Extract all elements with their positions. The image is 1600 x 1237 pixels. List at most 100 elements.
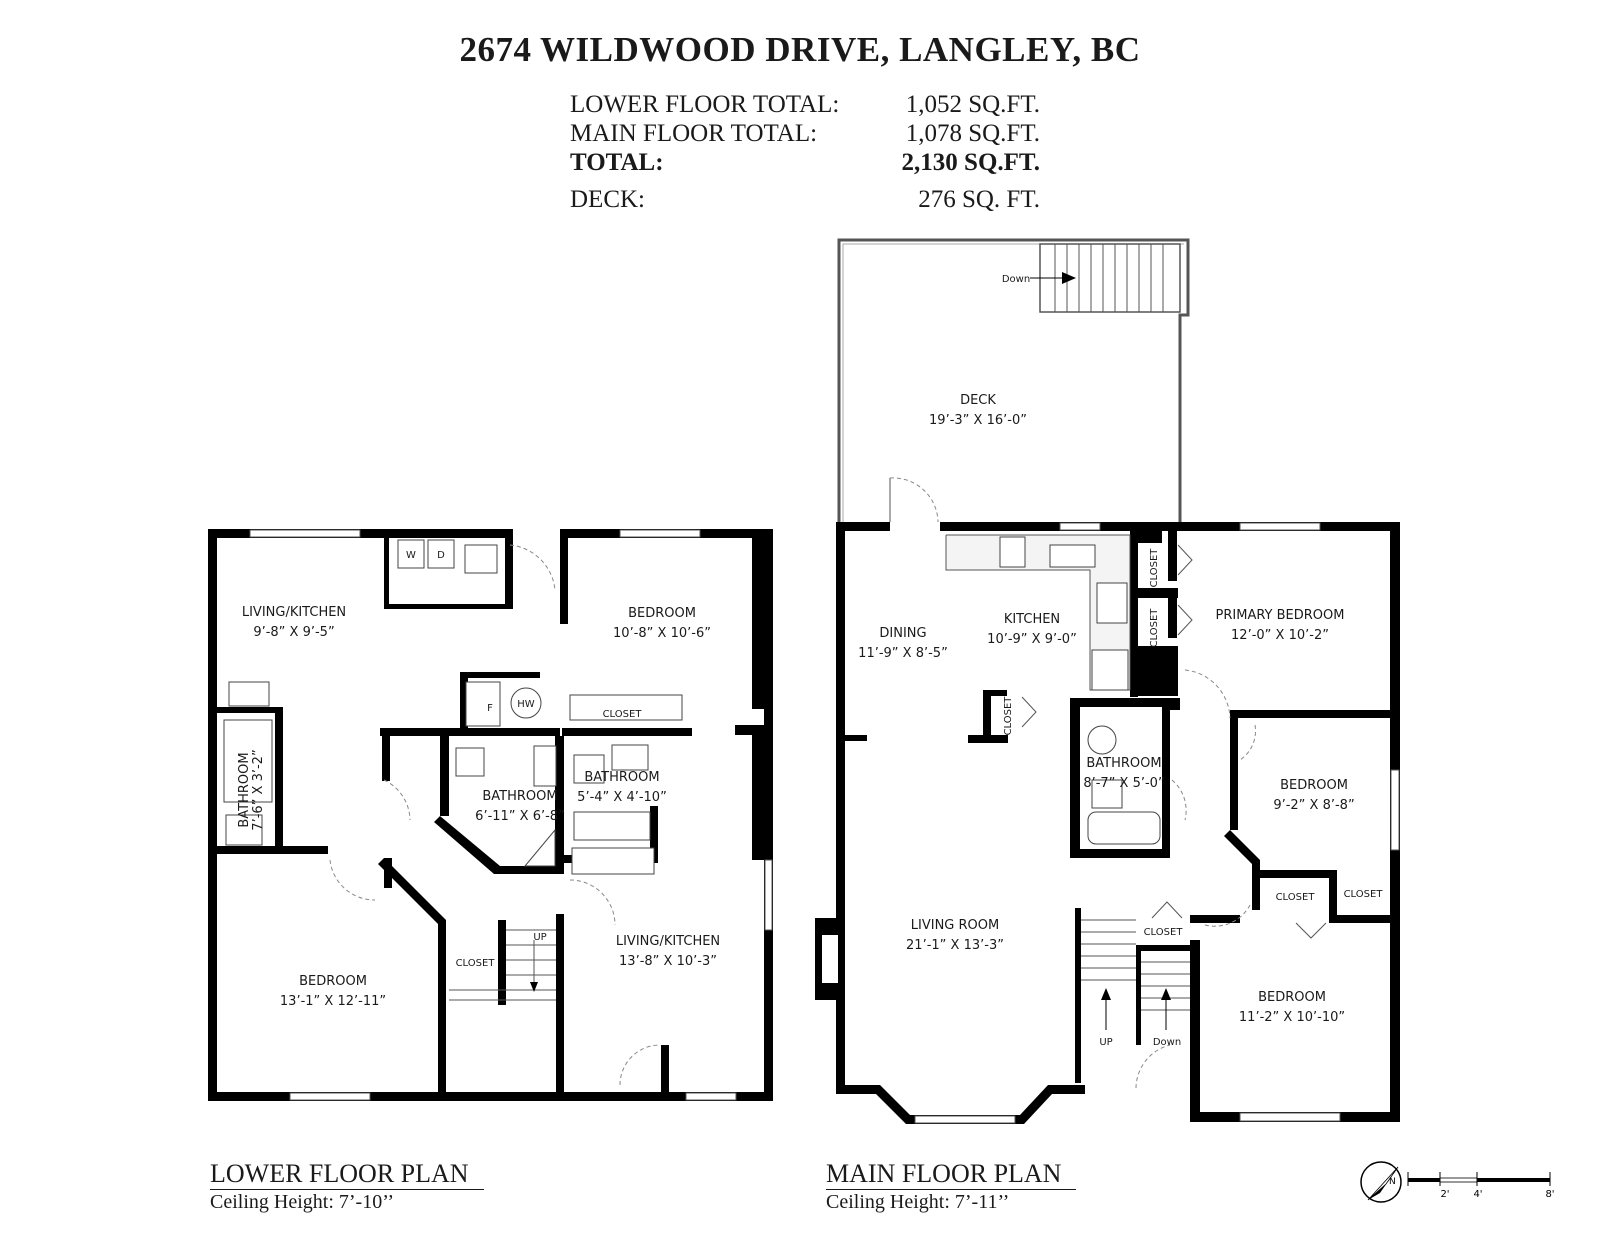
lower-total-label: LOWER FLOOR TOTAL: [570,91,840,118]
washer-icon [397,539,425,569]
closet-label: CLOSET [1344,889,1384,900]
closet-shelf [569,694,683,721]
door-swing [383,779,411,821]
main-wall [1230,710,1400,718]
closet-wall [983,690,1007,696]
kitchen-sink-icon [1049,544,1096,568]
lower-wall [562,728,692,736]
lower-wall [752,529,764,709]
bath-sink-icon [1087,725,1117,755]
furnace-icon [465,681,501,727]
closet-label: CLOSET [1149,548,1160,588]
main-stairs [1081,919,1190,1030]
hot-water-label: HW [517,699,535,710]
closet-label: CLOSET [603,709,643,720]
lower-stairs [449,929,556,1001]
dryer-icon [427,539,455,569]
lower-window [289,1092,371,1101]
deck-stairs [1030,243,1181,313]
room-label: BATHROOM [237,752,252,827]
main-wall [1138,588,1178,598]
washer-label: W [406,550,416,561]
shower-icon [573,811,651,841]
door-swing [1239,724,1256,761]
closet-door-icon [1295,922,1327,939]
room-label: PRIMARY BEDROOM [1216,608,1345,623]
room-label: BATHROOM [1086,756,1161,771]
main-wall [1190,915,1240,923]
lower-wall [460,672,540,678]
main-wall [1138,646,1178,696]
main-ceiling-height: Ceiling Height: 7’-11’’ [826,1191,1010,1213]
closet-label: CLOSET [1003,696,1014,736]
shower-icon [223,719,273,803]
lower-total-value: 1,052 SQ.FT. [905,91,1040,118]
lower-wall [440,736,449,816]
bath-sink-icon [611,744,649,771]
toilet-icon [533,745,557,787]
main-wall [1329,915,1400,923]
room-label: LIVING ROOM [911,918,999,933]
lower-wall [560,529,568,624]
deck-label: DECK: [570,186,645,213]
lower-wall [752,735,764,860]
scale-mark: 2' [1440,1189,1449,1200]
main-wall-bay [836,1085,1085,1124]
toilet-icon [573,754,605,784]
room-label: KITCHEN [1004,612,1060,627]
toilet-icon [225,814,263,846]
bath-sink-icon [455,747,485,777]
stair-wall [1075,908,1081,1083]
north-label: N [1389,1177,1396,1187]
property-address: 2674 WILDWOOD DRIVE, LANGLEY, BC [459,30,1141,69]
main-floor-plan: DECK 19’-3” X 16’-0” Down DINING 11’-9” … [815,238,1400,1124]
main-wall [1168,531,1177,581]
closet-door-icon [1177,544,1193,576]
lower-wall [384,858,392,888]
deck-value: 276 SQ. FT. [918,186,1040,213]
door-swing [329,859,376,901]
kitchen-counter [571,847,655,875]
main-wall [1224,830,1260,878]
deck-stairs-down-label: Down [1002,274,1030,285]
closet-door-icon [1021,696,1037,728]
lower-wall [661,1045,669,1095]
lower-floor-plan: LIVING/KITCHEN 9’-8” X 9’-5” BEDROOM 10’… [208,529,773,1101]
main-wall [1252,870,1260,910]
room-label: DINING [879,626,926,641]
main-wall [1252,870,1337,878]
closet-wall [968,735,1008,743]
stairs-down-label: Down [1153,1037,1181,1048]
door-swing [1135,1044,1171,1089]
lower-wall [505,529,513,609]
main-window [1059,522,1101,531]
corner-shower-icon [523,828,556,867]
stair-wall [1141,945,1196,951]
main-wall [1230,710,1238,830]
main-wall [836,522,890,531]
stove-icon [1096,582,1128,624]
closet-door-icon [1177,604,1193,636]
room-label: BEDROOM [299,974,367,989]
total-label: TOTAL: [570,149,664,176]
lower-window [764,859,773,931]
area-totals: LOWER FLOOR TOTAL:1,052 SQ.FT. MAIN FLOO… [570,90,1040,214]
lower-wall [460,672,468,732]
main-wall [1190,1085,1200,1122]
lower-wall [384,529,389,609]
door-swing [619,1044,661,1086]
lower-plan-title: LOWER FLOOR PLAN [210,1159,469,1188]
room-label: LIVING/KITCHEN [616,934,720,949]
room-dimensions: 9’-8” X 9’-5” [253,625,334,640]
bathtub-icon [1087,811,1161,845]
sink-icon [464,544,498,574]
room-label: BEDROOM [1258,990,1326,1005]
closet-label: CLOSET [456,958,496,969]
lower-window [249,529,361,538]
room-dimensions: 13’-1” X 12’-11” [280,994,386,1009]
lower-ceiling-height: Ceiling Height: 7’-10’’ [210,1191,395,1213]
main-wall [1130,531,1138,697]
room-dimensions: 9’-2” X 8’-8” [1273,798,1354,813]
main-wall [1138,531,1162,543]
